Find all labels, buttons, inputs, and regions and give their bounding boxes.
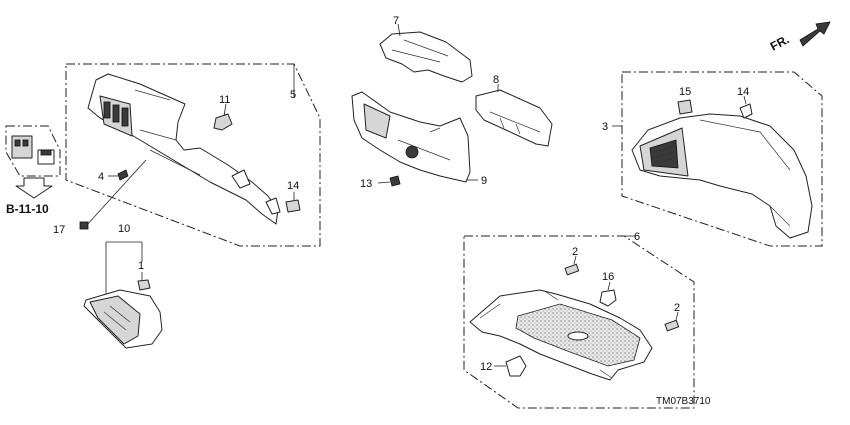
callout-10: 10: [118, 223, 130, 235]
callout-5: 5: [290, 89, 296, 101]
upper-dashboard-panel: [631, 113, 813, 239]
part-9-lower-column-cover: 9: [351, 91, 487, 187]
callout-7: 7: [393, 15, 399, 27]
callout-9: 9: [481, 175, 487, 187]
callout-3: 3: [602, 121, 608, 133]
callout-14-left: 14: [287, 180, 299, 192]
callout-1: 1: [138, 260, 144, 272]
part-16-clip: [599, 289, 617, 307]
callout-4: 4: [98, 171, 104, 183]
callout-2-lower: 2: [674, 302, 680, 314]
front-direction-arrow: FR.: [768, 21, 831, 54]
part-13-screw: 13: [360, 175, 401, 190]
lower-dashboard-cover: [87, 73, 279, 225]
group-5-lower-cover: 5 11 4 14: [65, 63, 321, 247]
direction-label: FR.: [768, 32, 792, 53]
callout-12: 12: [480, 361, 492, 373]
part-14-clip-right: [739, 103, 753, 119]
reference-switch-group: B-11-10: [5, 125, 61, 216]
group-10-glove-box: 10 1: [83, 223, 163, 349]
group-3-upper-panel: 3 15 14: [602, 71, 823, 247]
part-14-clip-left: 14: [285, 180, 301, 213]
reference-label: B-11-10: [6, 202, 49, 216]
group-6-tray: 6 2 2 16 12: [463, 231, 695, 409]
callout-15: 15: [679, 86, 691, 98]
callout-13: 13: [360, 178, 372, 190]
callout-11: 11: [219, 94, 230, 106]
reference-arrow-icon: [15, 177, 53, 199]
callout-17: 17: [53, 224, 65, 236]
callout-2-upper: 2: [572, 246, 578, 258]
callout-6: 6: [634, 231, 640, 243]
part-7-upper-column-cover: 7: [379, 15, 473, 83]
callout-14-right: 14: [737, 86, 749, 98]
part-12-fastener: [505, 355, 527, 377]
callout-16: 16: [602, 271, 614, 283]
part-17-bolt: 17: [53, 159, 147, 236]
part-2-pin-lower: [664, 319, 680, 332]
part-1-damper: [137, 279, 151, 291]
part-11-clip: 11: [213, 94, 233, 131]
part-8-column-panel: 8: [475, 74, 553, 147]
part-15-clip: [677, 99, 693, 115]
part-4-screw: 4: [98, 169, 129, 183]
part-2-pin-upper: [564, 263, 580, 276]
diagram-code: TM07B3710: [656, 396, 711, 407]
callout-8: 8: [493, 74, 499, 86]
